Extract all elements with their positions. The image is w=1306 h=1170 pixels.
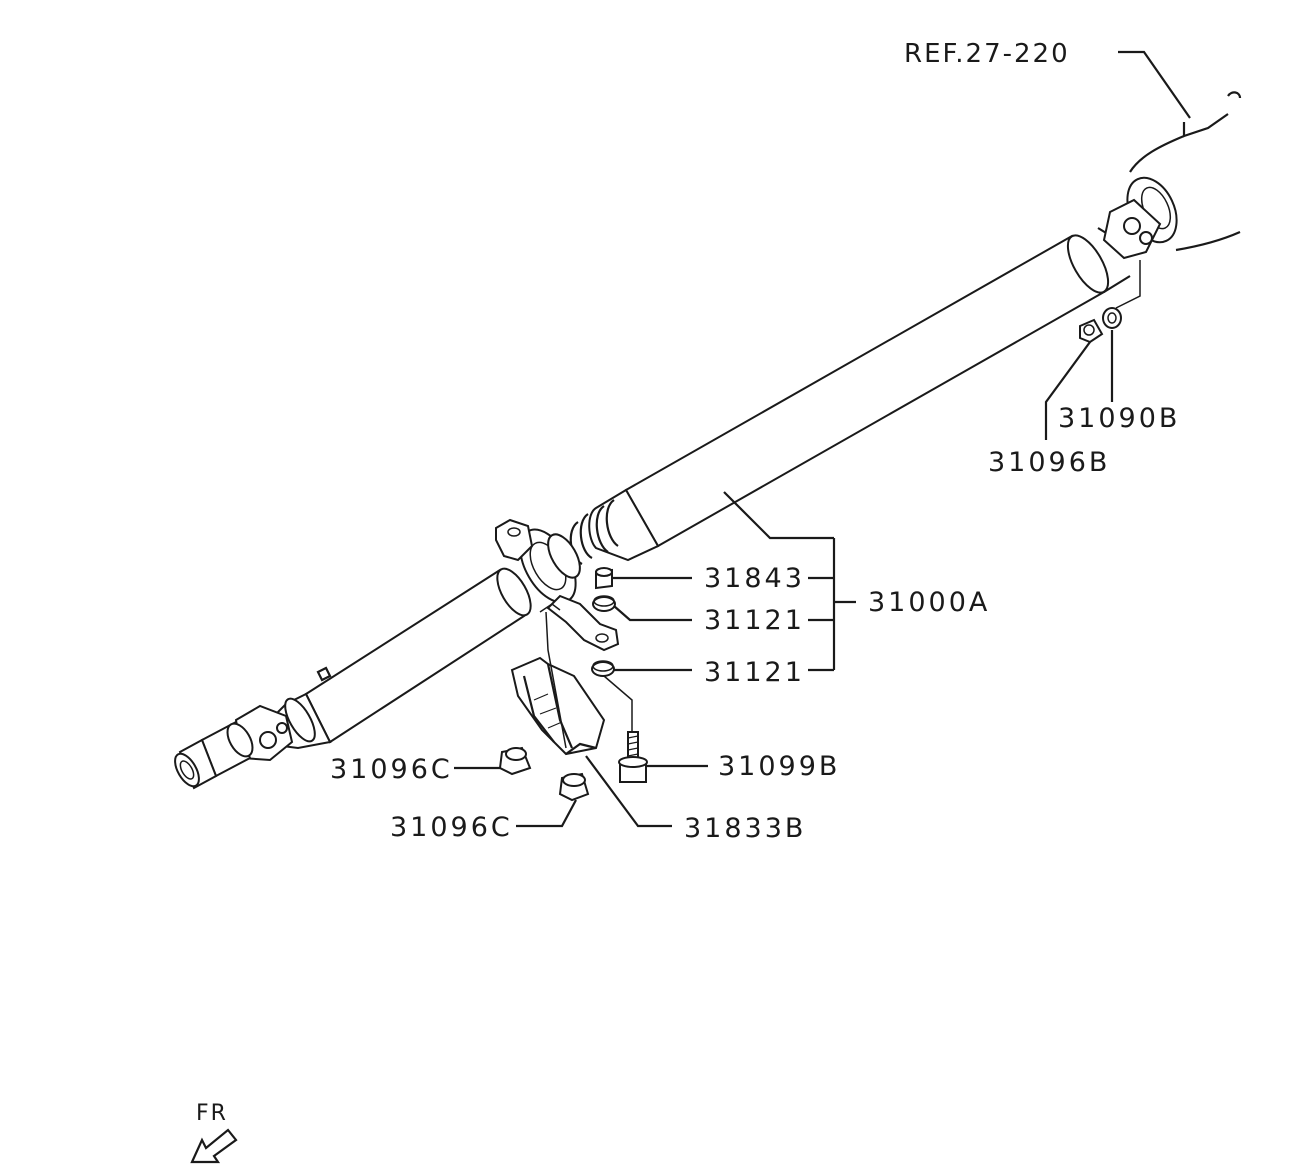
center-bearing-bracket[interactable] <box>495 518 620 652</box>
part-label-31096B[interactable]: 31096B <box>988 447 1110 478</box>
propeller-shaft[interactable] <box>170 198 1162 790</box>
bushing-31843[interactable] <box>595 567 613 590</box>
direction-label: FR <box>196 1101 228 1126</box>
nut-31096B[interactable] <box>1079 318 1104 344</box>
part-label-31096C-lower[interactable]: 31096C <box>390 812 513 843</box>
part-label-31090B[interactable]: 31090B <box>1058 403 1180 434</box>
nut-31096C-lower[interactable] <box>558 772 590 802</box>
part-label-31099B[interactable]: 31099B <box>718 751 840 782</box>
nut-31096C-left[interactable] <box>498 746 532 776</box>
part-label-31833B[interactable]: 31833B <box>684 813 806 844</box>
front-arrow-icon <box>190 1128 238 1164</box>
washer-31121-lower[interactable] <box>591 660 615 677</box>
bolt-31099B[interactable] <box>618 731 648 783</box>
part-label-31843[interactable]: 31843 <box>704 563 805 594</box>
front-direction-indicator: FR <box>190 1101 238 1164</box>
reference-label[interactable]: REF.27-220 <box>904 39 1070 69</box>
assembly-guide-lines <box>539 260 1141 749</box>
washer-31121-upper[interactable] <box>592 595 616 612</box>
part-label-31121-upper[interactable]: 31121 <box>704 605 805 636</box>
nut-31090B[interactable] <box>1102 307 1122 329</box>
part-label-31096C-left[interactable]: 31096C <box>330 754 453 785</box>
part-label-31000A[interactable]: 31000A <box>868 587 990 618</box>
part-label-31121-lower[interactable]: 31121 <box>704 657 805 688</box>
leader-lines <box>454 50 1191 828</box>
